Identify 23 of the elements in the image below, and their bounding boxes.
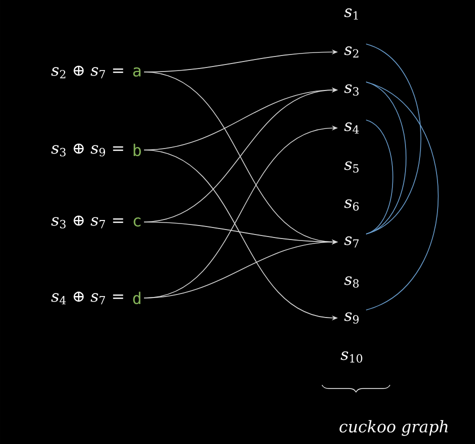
variable-letter: a <box>133 67 140 77</box>
graph-arc <box>366 120 394 234</box>
slot-label: s$_{10}$ <box>340 351 362 363</box>
equation-text: s$_{3}$ ⊕ s$_{9}$ = <box>51 144 124 156</box>
variable-letter: c <box>134 217 140 227</box>
slot-label: s$_{6}$ <box>344 199 359 211</box>
equation-text: s$_{4}$ ⊕ s$_{7}$ = <box>51 292 124 304</box>
caption: cuckoo graph <box>340 420 448 436</box>
equation-text: s$_{3}$ ⊕ s$_{7}$ = <box>51 216 124 228</box>
slot-label: s$_{3}$ <box>344 84 359 96</box>
slot-label: s$_{7}$ <box>344 236 359 248</box>
variable-letter: b <box>134 144 141 156</box>
slot-label: s$_{4}$ <box>344 122 359 134</box>
slot-label: s$_{8}$ <box>344 276 359 288</box>
variable-letter: d <box>133 292 140 304</box>
slot-label: s$_{2}$ <box>344 46 358 58</box>
graph-arc <box>366 44 422 234</box>
slot-label: s$_{5}$ <box>344 161 359 173</box>
graph-arc <box>366 82 406 234</box>
graph-arc <box>366 82 439 310</box>
slot-label: s$_{9}$ <box>344 312 359 324</box>
equation-text: s$_{2}$ ⊕ s$_{7}$ = <box>51 66 124 78</box>
slot-label: s$_{1}$ <box>344 8 358 20</box>
